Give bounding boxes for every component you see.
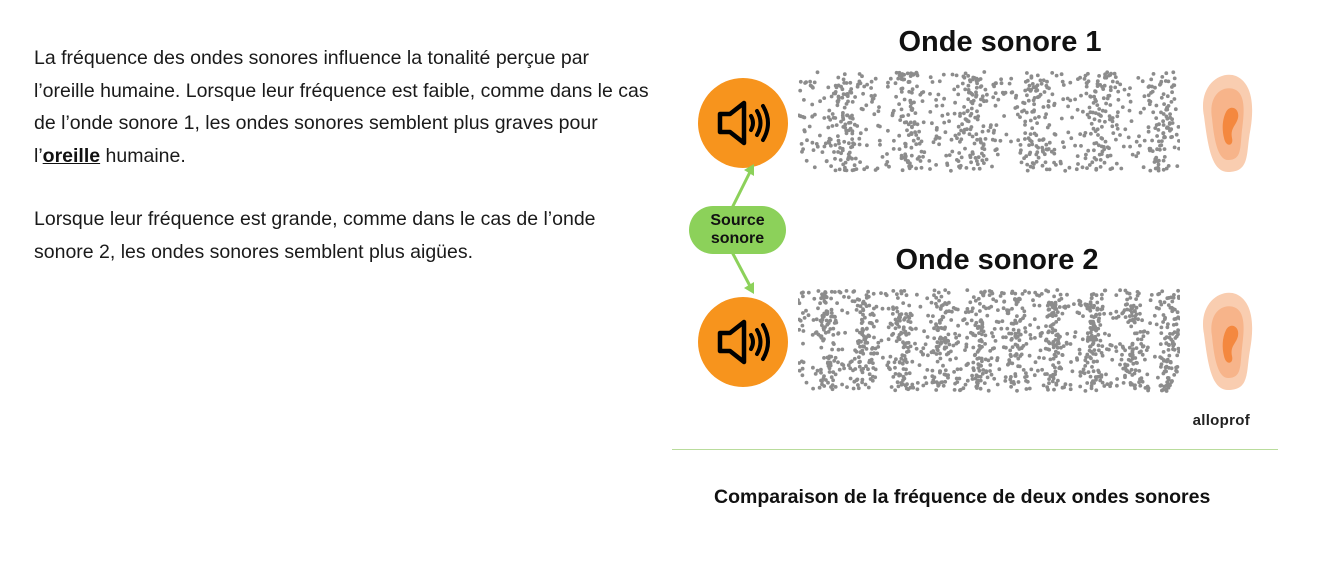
paragraph1-text: La fréquence des ondes sonores influence… bbox=[34, 47, 649, 167]
wave2-title: Onde sonore 2 bbox=[895, 244, 1099, 276]
speaker-icon bbox=[698, 297, 788, 387]
speaker-icon bbox=[698, 78, 788, 168]
sound-wave-figure: Onde sonore 1 Source sonore Onde sonore … bbox=[672, 20, 1278, 440]
source-label: Source sonore bbox=[689, 206, 786, 254]
alloprof-logo: alloprof bbox=[1192, 412, 1250, 429]
wave1-particles bbox=[798, 70, 1180, 173]
paragraph1-end: humaine. bbox=[100, 144, 186, 167]
link-oreille[interactable]: oreille bbox=[42, 144, 101, 167]
arrow-icon bbox=[730, 164, 754, 294]
ear-icon bbox=[1202, 292, 1253, 390]
figure-caption: Comparaison de la fréquence de deux onde… bbox=[714, 486, 1211, 508]
wave1-title: Onde sonore 1 bbox=[898, 26, 1102, 58]
wave2-particles bbox=[798, 288, 1180, 393]
divider bbox=[672, 449, 1278, 450]
ear-icon bbox=[1202, 74, 1253, 172]
paragraph-low-frequency: La fréquence des ondes sonores influence… bbox=[34, 42, 649, 172]
paragraph-high-frequency: Lorsque leur fréquence est grande, comme… bbox=[34, 208, 596, 263]
explanation-text: La fréquence des ondes sonores influence… bbox=[34, 42, 649, 268]
